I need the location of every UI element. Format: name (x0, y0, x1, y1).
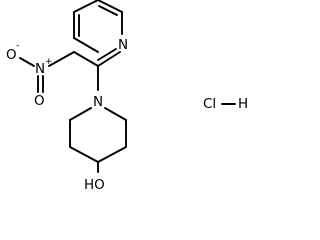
pyridine-nitrogen-label: N (118, 37, 128, 53)
bond-c3-nitro-n (48, 51, 75, 67)
nitro-nitrogen-charge: + (45, 57, 53, 67)
bond-c2-c3-lower (73, 51, 99, 67)
bond-c2-c3 (73, 37, 99, 53)
bond-c3p-c4p (69, 146, 99, 163)
nitro-oxygen-double-label: O (34, 93, 45, 109)
bond-c6p-n (104, 107, 127, 121)
bond-c4p-c5p (97, 146, 127, 163)
hydrochloride-salt: Cl H (203, 96, 248, 112)
chemical-structure-diagram: N N + O - O N HO Cl H (6, 0, 248, 193)
nitro-group (19, 51, 75, 93)
bond-n-c2p (69, 107, 92, 121)
nitro-nitrogen-label: N (35, 61, 45, 77)
bond-nitro-n-o-single (19, 57, 35, 67)
hydroxyl-label: HO (84, 177, 105, 193)
aromatic-inner-bond-2 (98, 5, 118, 16)
aromatic-inner-bond-3 (97, 48, 117, 61)
bond-n1-c2 (97, 51, 121, 67)
nitro-oxygen-single-label: O (6, 47, 17, 63)
nitro-oxygen-charge: - (16, 41, 19, 51)
piperidine-nitrogen-label: N (93, 94, 103, 110)
pyridine-ring (73, 0, 123, 67)
piperidine-ring (69, 107, 127, 163)
bond-c4-c5 (73, 0, 99, 13)
chlorine-label: Cl (203, 96, 216, 112)
bond-c5-c6 (97, 0, 123, 13)
hydrogen-label: H (238, 96, 248, 112)
